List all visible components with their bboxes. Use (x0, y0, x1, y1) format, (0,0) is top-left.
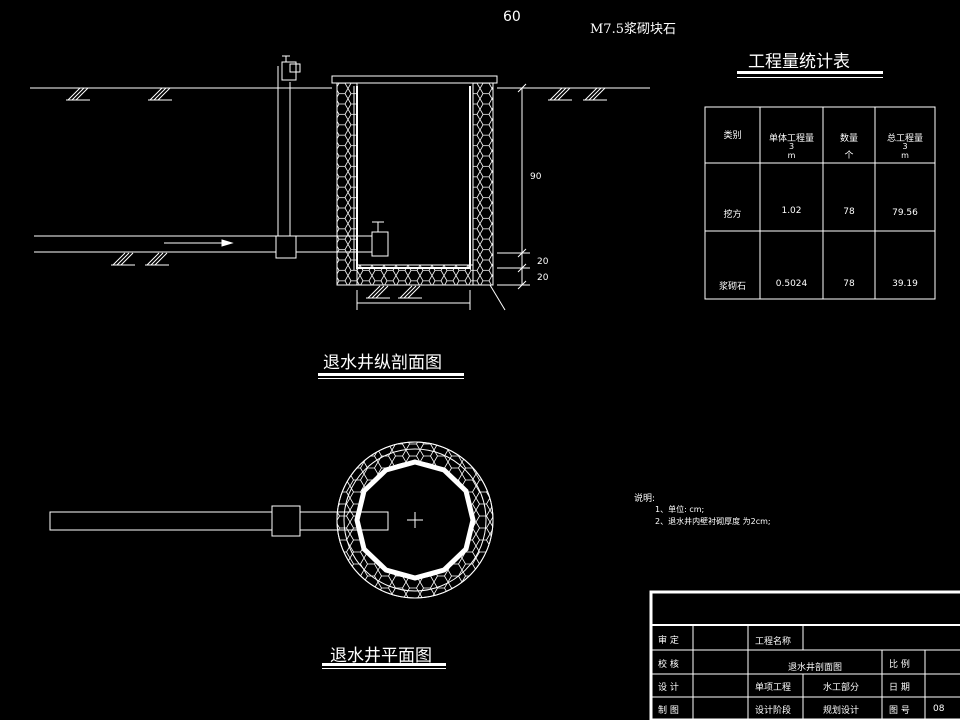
quantity-table-title-underline-thin (737, 77, 883, 78)
tb-design-label: 设 计 (658, 683, 679, 693)
quantity-table-title: 工程量统计表 (748, 52, 850, 72)
section-title: 退水井纵剖面图 (323, 353, 442, 373)
tb-review-label: 审 定 (658, 636, 679, 646)
header-count: 数量 (839, 134, 858, 144)
section-title-underline (318, 373, 464, 376)
row-2-unit-qty: 0.5024 (775, 279, 808, 289)
base-dimension-label-1: 20 (537, 257, 549, 267)
row-2-total: 39.19 (892, 279, 918, 289)
row-2-count: 78 (843, 279, 855, 289)
tb-drawing-no-label: 图 号 (889, 706, 910, 716)
ground-hatch-symbols (66, 87, 607, 299)
tb-stage-value: 规划设计 (823, 706, 860, 716)
section-view (30, 55, 650, 311)
tb-drawing-name: 退水井剖面图 (787, 663, 842, 673)
section-title-underline-thin (318, 378, 464, 379)
quantity-table-grid (704, 106, 936, 300)
plan-title: 退水井平面图 (330, 646, 432, 666)
tb-single-item-value: 水工部分 (823, 683, 860, 693)
depth-dimension-label: 90 (530, 172, 542, 182)
tb-date-label: 日 期 (889, 683, 910, 693)
header-unit-qty-sup: 3 (788, 142, 795, 151)
header-total-unit: m (901, 151, 909, 160)
header-unit-qty: 单体工程量 (768, 134, 814, 144)
header-total: 总工程量 (886, 134, 923, 144)
material-label: M7.5浆砌块石 (590, 22, 676, 37)
notes-heading: 说明: (634, 494, 656, 504)
base-dimension-label-2: 20 (537, 273, 549, 283)
row-1-count: 78 (843, 207, 855, 217)
tb-project-name-label: 工程名称 (755, 637, 792, 647)
tb-stage-label: 设计阶段 (755, 706, 792, 716)
tb-scale-label: 比 例 (889, 660, 910, 670)
tb-single-item-label: 单项工程 (755, 683, 792, 693)
plan-title-underline-thin (322, 668, 446, 669)
tb-drawing-no-value: 08 (933, 704, 945, 714)
top-dimension-label: 60 (503, 9, 521, 25)
note-item-1: 1、单位: cm; (655, 505, 705, 514)
title-block-grid (649, 590, 960, 720)
header-unit-qty-unit: m (787, 151, 796, 160)
row-1-category: 挖方 (723, 210, 742, 220)
plan-title-underline (322, 663, 446, 666)
tb-check-label: 校 核 (658, 660, 679, 670)
tb-draw-label: 制 图 (658, 706, 679, 716)
header-category: 类别 (723, 131, 742, 141)
plan-view (49, 441, 494, 599)
header-count-unit: 个 (844, 151, 854, 161)
header-total-sup: 3 (902, 142, 908, 151)
note-item-2: 2、退水井内壁衬砌厚度 为2cm; (655, 517, 771, 526)
quantity-table-title-underline (737, 71, 883, 74)
row-1-total: 79.56 (892, 208, 918, 218)
row-2-category: 浆砌石 (718, 282, 746, 292)
row-1-unit-qty: 1.02 (781, 206, 802, 216)
